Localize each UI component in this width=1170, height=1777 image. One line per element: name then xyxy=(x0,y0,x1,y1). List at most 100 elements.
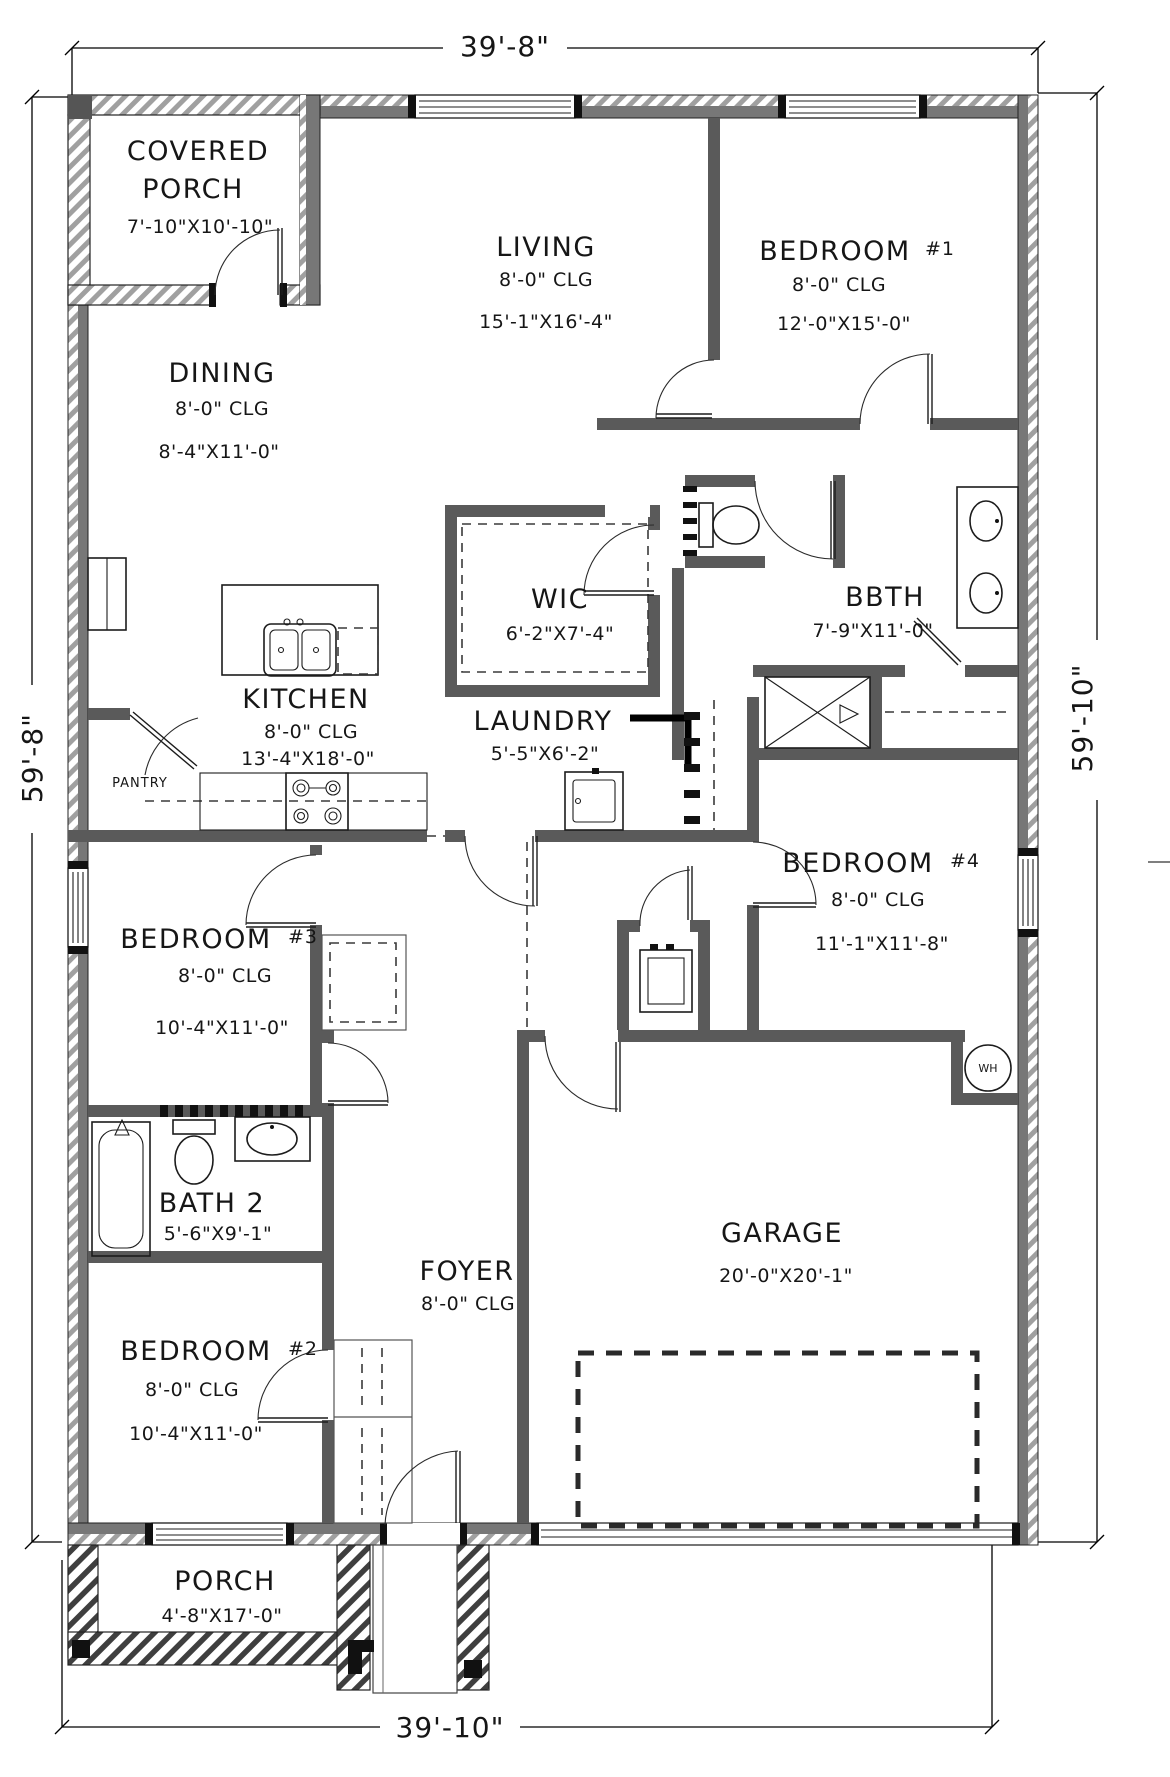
bath2-door xyxy=(327,1042,389,1106)
room-labels: COVERED PORCH 7'-10"X10'-10" LIVING 8'-0… xyxy=(112,136,980,1627)
bedroom3-door xyxy=(245,854,317,928)
front-door xyxy=(384,1450,461,1526)
svg-text:11'-1"X11'-8": 11'-1"X11'-8" xyxy=(815,933,949,955)
room-label-laundry: LAUNDRY 5'-5"X6'-2" xyxy=(474,706,613,765)
room-label-pantry: PANTRY xyxy=(112,776,168,791)
kitchen-island xyxy=(221,584,379,677)
svg-text:BEDROOM: BEDROOM xyxy=(759,236,910,267)
svg-text:LIVING: LIVING xyxy=(496,232,596,263)
porch-column-pad xyxy=(348,1640,374,1674)
pantry-door xyxy=(129,711,199,776)
svg-text:LAUNDRY: LAUNDRY xyxy=(474,706,613,737)
svg-text:GARAGE: GARAGE xyxy=(721,1218,843,1249)
svg-text:PORCH: PORCH xyxy=(174,1566,276,1597)
garage-entry-door xyxy=(544,1035,621,1112)
svg-text:KITCHEN: KITCHEN xyxy=(242,684,370,715)
room-label-dining: DINING 8'-0" CLG 8'-4"X11'-0" xyxy=(158,358,279,463)
room-label-master-bath: BBTH 7'-9"X11'-0" xyxy=(812,582,933,642)
hall-closet-dashed xyxy=(329,942,397,1023)
svg-text:7'-9"X11'-0": 7'-9"X11'-0" xyxy=(812,620,933,642)
room-label-bath2: BATH 2 5'-6"X9'-1" xyxy=(159,1188,272,1245)
master-vanity xyxy=(956,486,1019,629)
garage-door-dashed xyxy=(575,1350,980,1529)
svg-text:15'-1"X16'-4": 15'-1"X16'-4" xyxy=(479,311,613,333)
water-heater: WH xyxy=(964,1044,1012,1092)
svg-text:BEDROOM: BEDROOM xyxy=(120,924,271,955)
front-door-opening xyxy=(380,1523,467,1545)
room-label-covered-porch: COVERED PORCH 7'-10"X10'-10" xyxy=(127,136,273,238)
svg-text:6'-2"X7'-4": 6'-2"X7'-4" xyxy=(506,623,615,645)
svg-text:DINING: DINING xyxy=(168,358,275,389)
wic-door xyxy=(583,524,655,596)
svg-text:BATH 2: BATH 2 xyxy=(159,1188,265,1219)
bathtub xyxy=(91,1118,151,1257)
covered-porch-size: 7'-10"X10'-10" xyxy=(127,216,273,238)
svg-text:WIC: WIC xyxy=(531,584,589,615)
svg-text:#1: #1 xyxy=(925,238,955,260)
bedroom3-window xyxy=(67,861,89,954)
bedroom2-door xyxy=(257,1349,329,1423)
svg-text:13'-4"X18'-0": 13'-4"X18'-0" xyxy=(241,748,375,770)
doors xyxy=(129,353,933,1526)
svg-text:FOYER: FOYER xyxy=(419,1256,514,1287)
room-label-living: LIVING 8'-0" CLG 15'-1"X16'-4" xyxy=(479,232,613,333)
svg-text:BEDROOM: BEDROOM xyxy=(782,848,933,879)
dimension-bottom: 39'-10" xyxy=(396,1711,505,1744)
wc-door xyxy=(754,480,836,560)
dashed-lines xyxy=(145,523,1012,1529)
bedroom4-door xyxy=(752,841,817,908)
washer xyxy=(564,768,624,831)
covered-porch-name2: PORCH xyxy=(142,174,244,205)
dimension-top: 39'-8" xyxy=(460,30,550,63)
wc-shelf-ticks xyxy=(683,486,697,556)
bedroom1-door xyxy=(655,359,715,419)
svg-text:12'-0"X15'-0": 12'-0"X15'-0" xyxy=(777,313,911,335)
svg-text:8'-0" CLG: 8'-0" CLG xyxy=(145,1379,239,1401)
dimension-right: 59'-10" xyxy=(1066,664,1099,773)
svg-text:#3: #3 xyxy=(288,926,318,948)
dimension-left: 59'-8" xyxy=(16,713,49,803)
counter xyxy=(347,772,428,831)
room-label-kitchen: KITCHEN 8'-0" CLG 13'-4"X18'-0" xyxy=(241,684,375,770)
utility-tub xyxy=(639,944,693,1013)
laundry-shelf-ticks xyxy=(684,712,700,824)
room-label-wic: WIC 6'-2"X7'-4" xyxy=(506,584,615,645)
fixtures: WH xyxy=(87,486,1019,1257)
svg-text:5'-5"X6'-2": 5'-5"X6'-2" xyxy=(491,743,600,765)
interior-walls xyxy=(68,118,1018,1523)
svg-text:20'-0"X20'-1": 20'-0"X20'-1" xyxy=(719,1265,853,1287)
shower xyxy=(764,676,871,749)
room-label-porch: PORCH 4'-8"X17'-0" xyxy=(161,1566,282,1627)
svg-text:4'-8"X17'-0": 4'-8"X17'-0" xyxy=(161,1605,282,1627)
water-heater-label: WH xyxy=(978,1062,997,1075)
room-label-bedroom4: BEDROOM #4 8'-0" CLG 11'-1"X11'-8" xyxy=(782,848,980,955)
toilet-wc xyxy=(698,502,760,548)
svg-text:10'-4"X11'-0": 10'-4"X11'-0" xyxy=(155,1017,289,1039)
toilet-bath2 xyxy=(172,1119,216,1185)
svg-text:#2: #2 xyxy=(288,1338,318,1360)
living-window xyxy=(408,94,582,119)
covered-porch-walls xyxy=(67,94,321,307)
linen-door xyxy=(913,617,962,666)
svg-text:8'-0" CLG: 8'-0" CLG xyxy=(831,889,925,911)
laundry-door xyxy=(464,835,538,907)
svg-text:8'-0" CLG: 8'-0" CLG xyxy=(792,274,886,296)
bath-bedroom1-door xyxy=(859,353,933,425)
bedroom2-window xyxy=(145,1522,294,1546)
counter xyxy=(199,772,287,831)
dishwasher-dashed xyxy=(337,627,379,675)
bedroom1-window xyxy=(778,94,927,119)
refrigerator xyxy=(87,557,127,631)
bedroom4-window xyxy=(1017,848,1039,937)
svg-text:10'-4"X11'-0": 10'-4"X11'-0" xyxy=(129,1423,263,1445)
wic-shelf-dashed xyxy=(461,523,649,673)
bath2-vanity xyxy=(234,1116,311,1162)
windows xyxy=(67,94,1039,1546)
svg-text:8'-0" CLG: 8'-0" CLG xyxy=(499,269,593,291)
svg-text:5'-6"X9'-1": 5'-6"X9'-1" xyxy=(164,1223,273,1245)
porch-structure xyxy=(67,1544,490,1694)
svg-text:8'-0" CLG: 8'-0" CLG xyxy=(421,1293,515,1315)
svg-text:#4: #4 xyxy=(950,850,980,872)
